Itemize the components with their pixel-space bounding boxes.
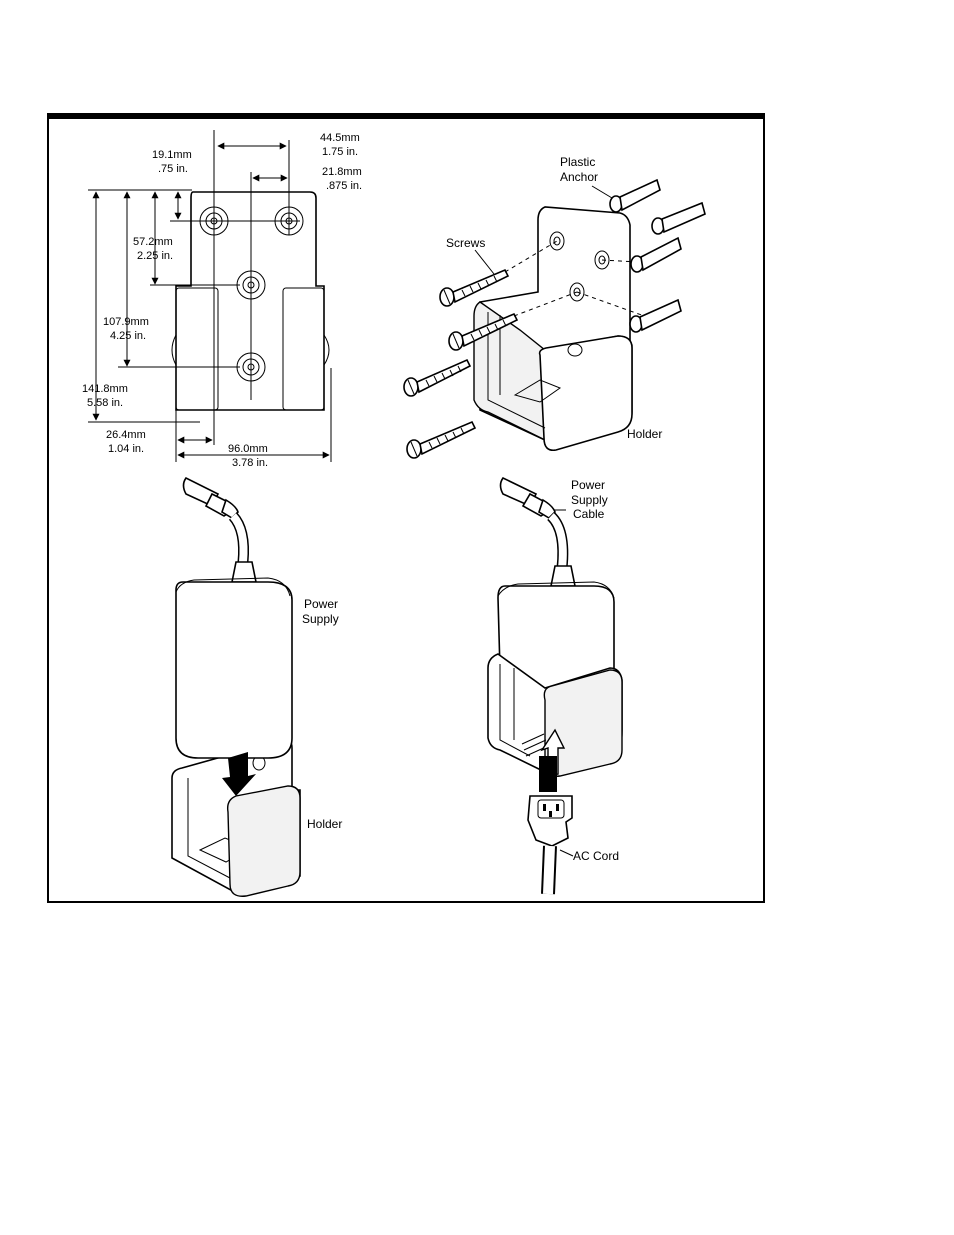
- dim-107-9-in: 4.25 in.: [110, 330, 146, 342]
- dim-44-5-mm: 44.5mm: [320, 132, 360, 144]
- plastic-anchor: [630, 300, 681, 332]
- dim-57-2-mm: 57.2mm: [133, 236, 173, 248]
- dim-26-4-in: 1.04 in.: [108, 443, 144, 455]
- dim-141-8-in: 5.58 in.: [87, 397, 123, 409]
- dim-19-1-in: .75 in.: [158, 163, 188, 175]
- dim-141-8-mm: 141.8mm: [82, 383, 128, 395]
- dim-21-8-mm: 21.8mm: [322, 166, 362, 178]
- label-power-cable-3: Cable: [573, 507, 605, 521]
- plastic-anchor: [631, 238, 681, 272]
- label-holder-top: Holder: [627, 427, 662, 441]
- dimension-drawing: 44.5mm 1.75 in. 19.1mm .75 in. 21.8mm .8…: [82, 130, 362, 469]
- label-screws: Screws: [446, 236, 485, 250]
- connector-plug: [501, 478, 556, 518]
- dim-107-9-mm: 107.9mm: [103, 316, 149, 328]
- screw: [407, 422, 475, 458]
- connector-plug: [184, 478, 239, 518]
- ac-cord-plug: [528, 796, 572, 846]
- screw: [404, 360, 470, 396]
- label-power-cable-2: Supply: [571, 493, 608, 507]
- plastic-anchor: [652, 203, 705, 234]
- label-anchor: Anchor: [560, 170, 598, 184]
- dim-96-0-mm: 96.0mm: [228, 443, 268, 455]
- dim-44-5-in: 1.75 in.: [322, 146, 358, 158]
- label-power-cable-1: Power: [571, 478, 605, 492]
- dim-57-2-in: 2.25 in.: [137, 250, 173, 262]
- label-power: Power: [304, 597, 338, 611]
- label-supply: Supply: [302, 612, 339, 626]
- dim-26-4-mm: 26.4mm: [106, 429, 146, 441]
- plastic-anchor: [610, 180, 660, 212]
- dim-21-8-in: .875 in.: [326, 180, 362, 192]
- holder-mounting-drawing: Plastic Anchor Screws Holder: [404, 155, 705, 458]
- ac-cord-connection-drawing: Power Supply Cable AC Cord: [488, 478, 622, 894]
- label-plastic: Plastic: [560, 155, 595, 169]
- label-holder-bottom: Holder: [307, 817, 342, 831]
- dim-19-1-mm: 19.1mm: [152, 149, 192, 161]
- label-ac-cord: AC Cord: [573, 849, 619, 863]
- power-supply-insert-drawing: Power Supply Holder: [172, 478, 342, 896]
- dim-96-0-in: 3.78 in.: [232, 457, 268, 469]
